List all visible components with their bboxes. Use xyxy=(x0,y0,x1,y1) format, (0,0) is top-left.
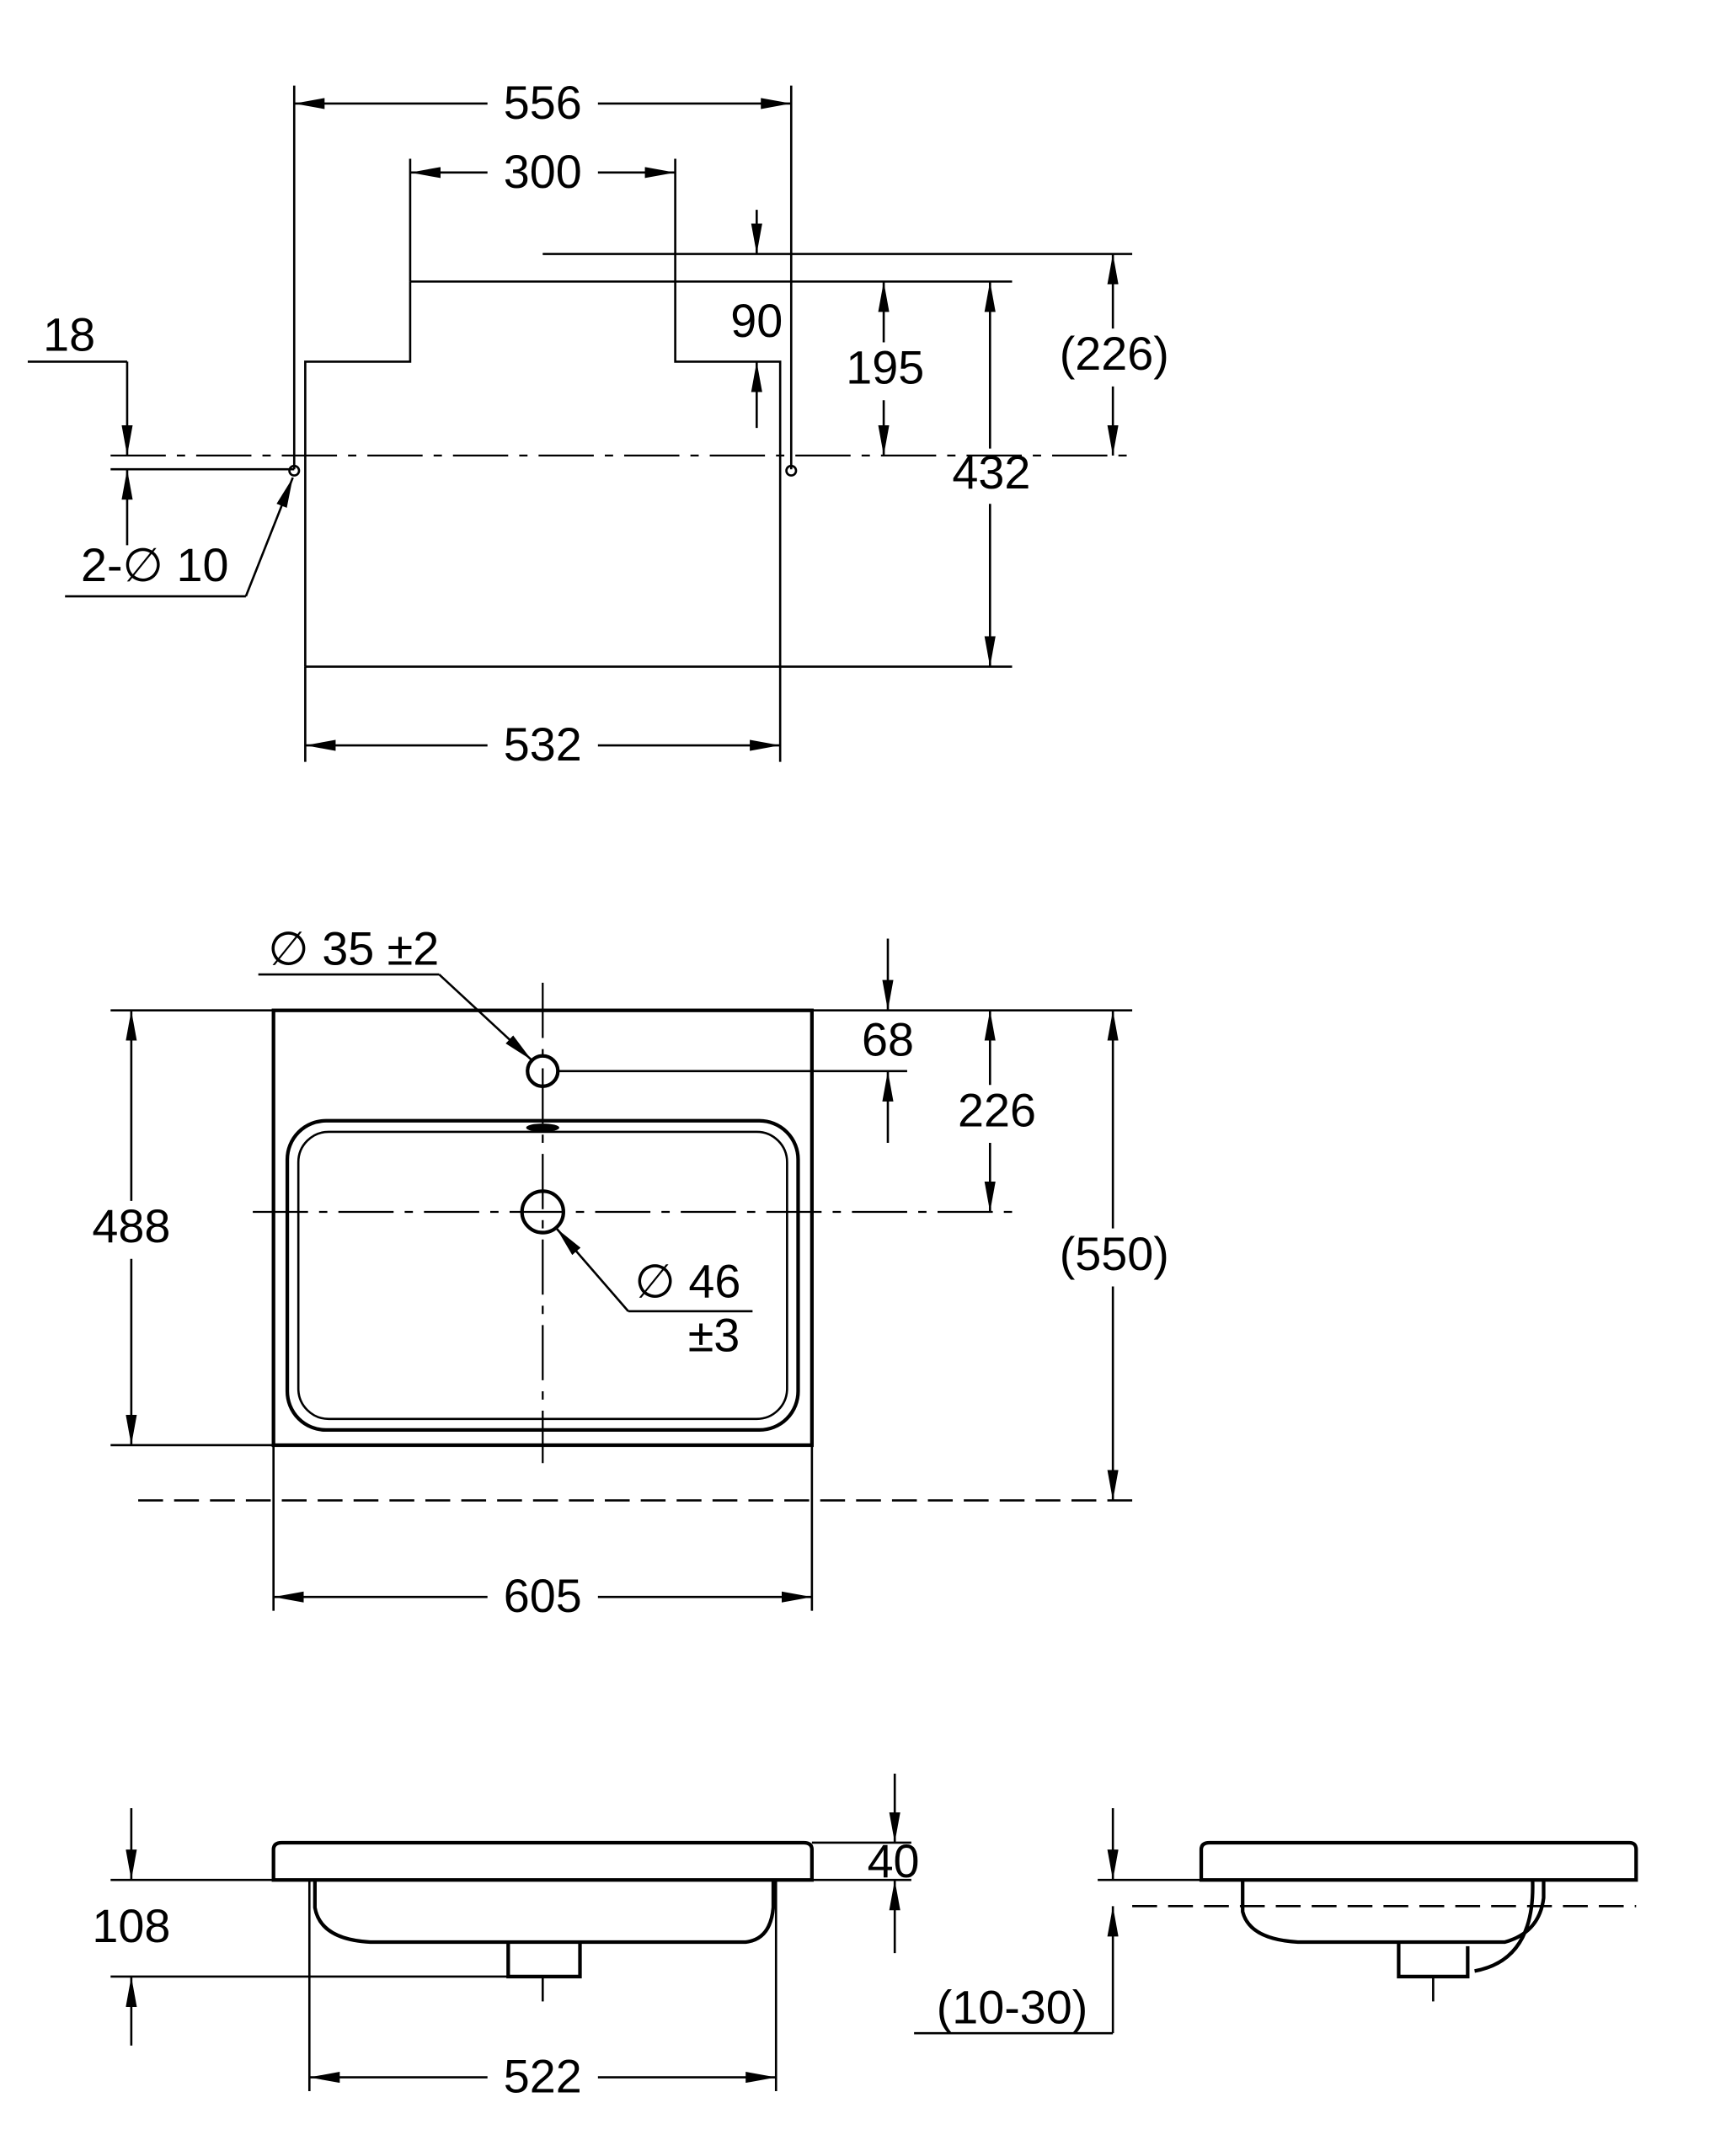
overflow-slot xyxy=(526,1123,559,1132)
dim-108: 108 xyxy=(92,1900,170,1952)
side-view-front xyxy=(271,1840,814,1979)
dim-522: 522 xyxy=(504,2051,582,2103)
top-view-outline xyxy=(304,158,782,762)
dim-226: 226 xyxy=(958,1084,1036,1136)
dim-432: 432 xyxy=(952,446,1030,499)
fixing-hole xyxy=(288,464,301,477)
dim-40: 40 xyxy=(868,1835,920,1887)
dim-drain-diameter: ∅ 46 xyxy=(634,1256,740,1308)
dim-195: 195 xyxy=(846,342,924,394)
drawing-geometry xyxy=(27,85,1638,2091)
dim-488: 488 xyxy=(92,1200,170,1252)
dim-18: 18 xyxy=(43,308,95,360)
dim-532: 532 xyxy=(504,718,582,771)
dim-605: 605 xyxy=(504,1570,582,1622)
dimension-arrow xyxy=(555,1227,629,1312)
dim-226-ref: (226) xyxy=(1060,328,1169,380)
dim-holes: 2-∅ 10 xyxy=(81,539,229,591)
dim-tap-hole: ∅ 35 ±2 xyxy=(268,923,439,975)
dim-10-30: (10-30) xyxy=(937,1982,1088,2034)
dimension-arrow xyxy=(438,974,533,1061)
fixing-hole xyxy=(785,464,798,477)
dim-90: 90 xyxy=(730,295,783,347)
dim-300: 300 xyxy=(504,146,582,198)
dim-556: 556 xyxy=(504,77,582,129)
dimension-arrow xyxy=(244,477,294,597)
dim-drain-tolerance: ±3 xyxy=(688,1309,740,1361)
dim-68: 68 xyxy=(862,1014,914,1066)
dim-550-ref: (550) xyxy=(1060,1228,1169,1280)
side-view-right xyxy=(1199,1840,1638,1979)
